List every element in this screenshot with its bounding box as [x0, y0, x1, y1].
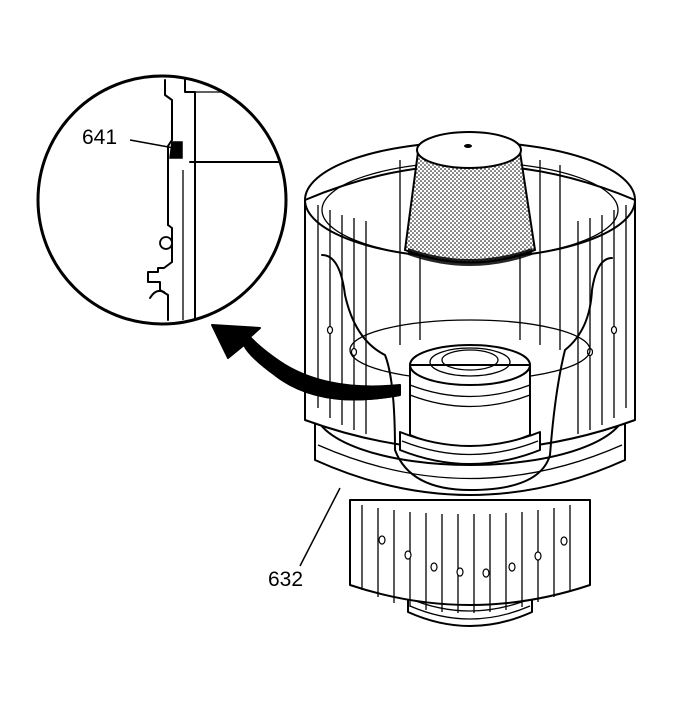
callout-632-label: 632	[268, 568, 303, 591]
upper-drum	[304, 141, 636, 451]
snap-ring-wire	[321, 254, 613, 491]
center-hub	[399, 344, 541, 465]
callout-641-label: 641	[82, 126, 117, 149]
magnifier-circle	[36, 74, 288, 326]
lower-spline-drum	[349, 499, 591, 613]
callout-632: 632	[268, 487, 341, 591]
arrow-icon	[211, 324, 401, 401]
callout-641: 641	[82, 126, 175, 149]
seal-installer-cap	[403, 131, 537, 266]
clutch-housing-assembly	[304, 131, 636, 627]
